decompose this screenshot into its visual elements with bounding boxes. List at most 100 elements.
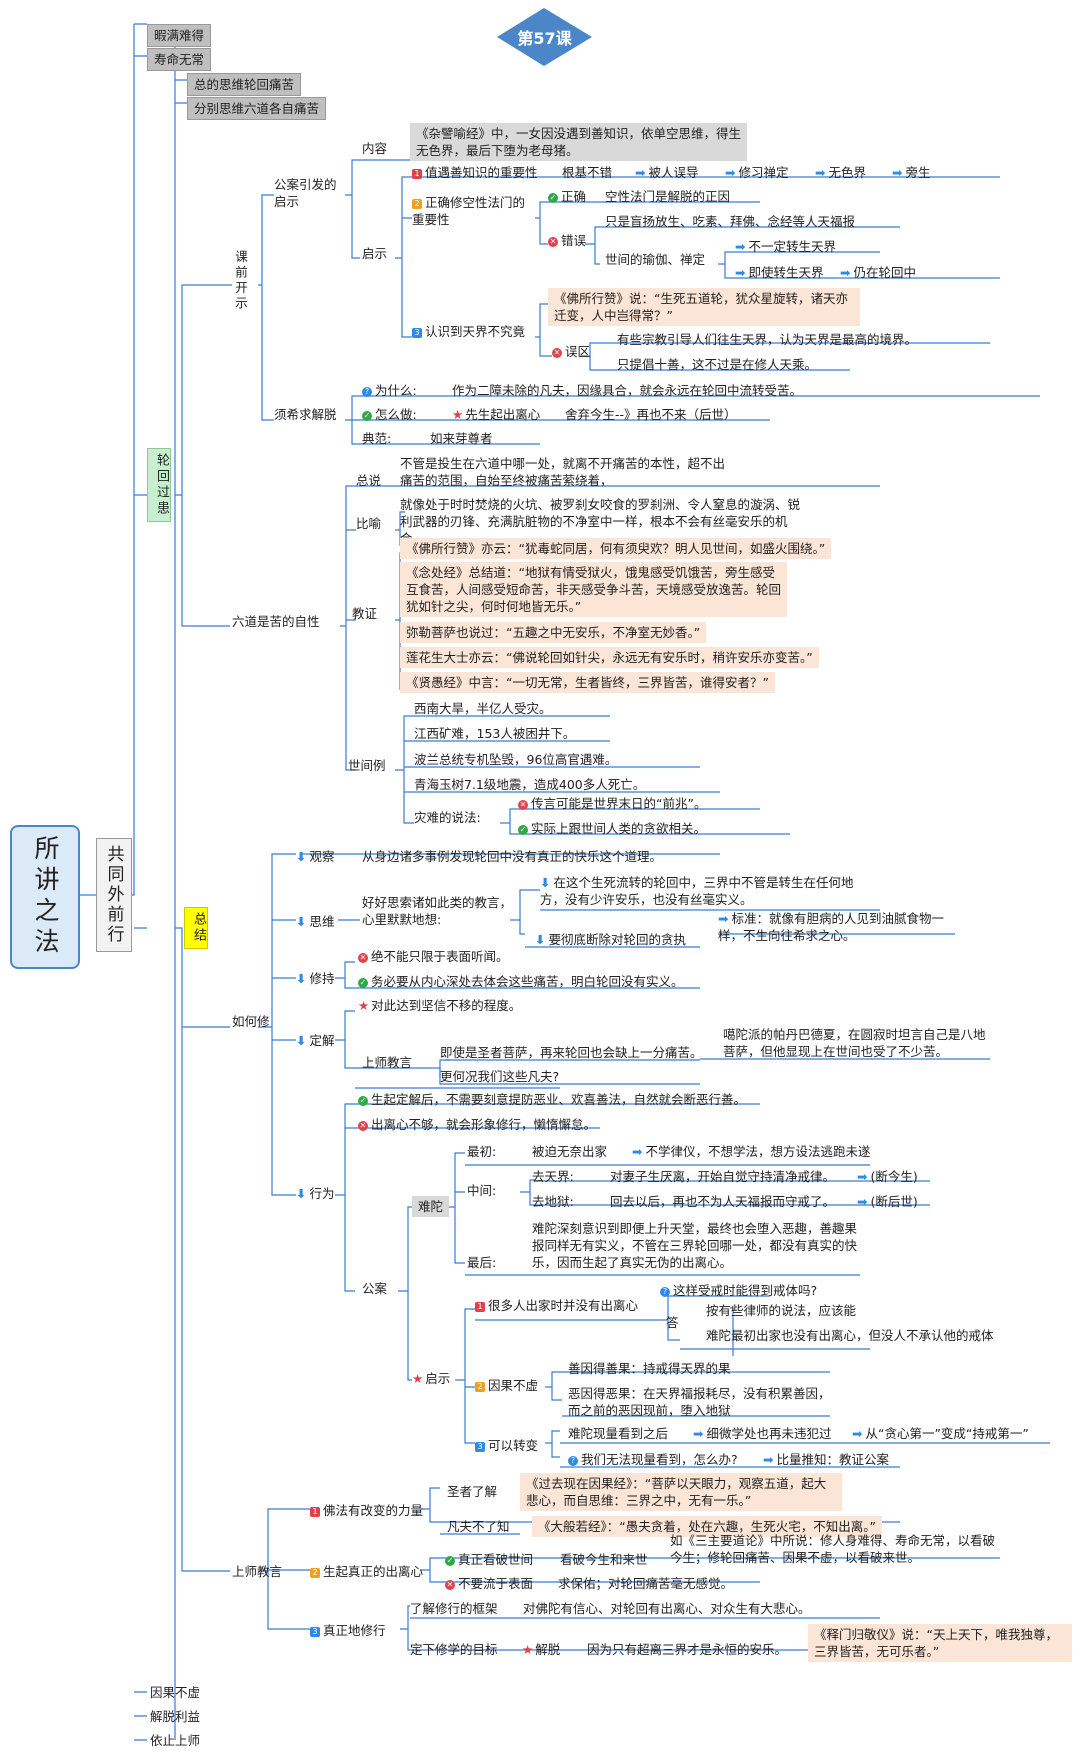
nt-zuichu-2: ➡不学律仪，不想学法，想方设法逃跑未遂: [632, 1144, 871, 1159]
cross-icon: ✕: [358, 1121, 368, 1131]
f1b-quote: 《大般若经》：“愚夫贪着，处在六趣，生死火宅，不知出离。”: [532, 1516, 882, 1537]
node-liudao[interactable]: 六道是苦的自性: [232, 614, 320, 629]
node-yinguo[interactable]: 因果不虚: [150, 1685, 201, 1700]
node-neirong[interactable]: 内容: [362, 141, 388, 156]
node-shangshi-jiaoyan-1[interactable]: 上师教言: [362, 1055, 413, 1070]
qs-3e: ➡比量推知：教证公案: [763, 1452, 889, 1467]
cross-icon: ✕: [548, 237, 558, 247]
xuxi-how1: ★先生起出离心: [452, 407, 541, 422]
sj-5a: ✕传言可能是世界末日的“前兆”。: [518, 796, 707, 811]
node-guancha[interactable]: ⬇观察: [296, 849, 335, 864]
node-lunhui[interactable]: 轮回过患: [147, 448, 171, 522]
down-arrow-icon: ⬇: [535, 932, 546, 947]
node-fenbie[interactable]: 分别思维六道各自痛苦: [187, 97, 327, 120]
xuxi-why: ?为什么:: [362, 382, 417, 399]
nt-diyu-1: 回去以后，再也不为人天福报而守戒了。: [610, 1194, 836, 1209]
jz-quote-3: 弥勒菩萨也说过：“五趣之中无安乐，不净室无妙香。”: [400, 622, 707, 643]
node-siwei[interactable]: ⬇思维: [296, 914, 335, 929]
node-qishi-2[interactable]: ★启示: [412, 1371, 451, 1386]
r1-wuse: ➡无色界: [815, 165, 866, 180]
node-shangshi-jiaoyan-2[interactable]: 上师教言: [232, 1564, 283, 1579]
node-shouming[interactable]: 寿命无常: [147, 48, 212, 71]
node-yizhi[interactable]: 依止上师: [150, 1733, 201, 1748]
node-xingwei[interactable]: ⬇行为: [296, 1186, 335, 1201]
nt-zuichu: 最初:: [467, 1144, 497, 1159]
biyu-text: 就像处于时时焚烧的火坑、被罗刹女咬食的罗刹洲、令人窒息的漩涡、锐利武器的刃锋、充…: [400, 497, 801, 546]
node-gongan-2[interactable]: 公案: [362, 1281, 388, 1296]
node-jietuo[interactable]: 解脱利益: [150, 1709, 201, 1724]
xuxi-how2: 舍弃今生--》再也不来（后世）: [565, 407, 737, 422]
arrow-icon: ➡: [632, 1144, 643, 1159]
f2b-1: 求保佑；对轮回痛苦毫无感觉。: [558, 1576, 734, 1591]
r3-w2: 只提倡十善，这不过是在修人天乘。: [617, 357, 818, 372]
sj-4: 青海玉树7.1级地震，造成400多人死亡。: [414, 777, 646, 792]
f1b: 凡夫不了知: [447, 1519, 510, 1534]
cross-icon: ✕: [518, 800, 528, 810]
r3-quote: 《佛所行赞》说：“生死五道轮，犹众星旋转，诸天亦迁变，人中岂得常？”: [548, 288, 860, 326]
f3b: 定下修学的目标: [410, 1642, 498, 1657]
number-3-icon: 3: [310, 1627, 320, 1637]
node-jiaozheng[interactable]: 教证: [352, 606, 378, 621]
f2b: ✕不要流于表面: [445, 1576, 534, 1591]
node-zongshuo[interactable]: 总说: [356, 473, 382, 488]
qs-1q: ?这样受戒时能得到戒体吗?: [660, 1282, 817, 1299]
nt-zuihou-1: 难陀深刻意识到即便上升天堂，最终也会堕入恶趣，善趣果报同样无有实义，不管在三界轮…: [532, 1221, 858, 1270]
check-icon: ✓: [518, 825, 528, 835]
down-arrow-icon: ⬇: [296, 1033, 307, 1048]
node-nantuo[interactable]: 难陀: [412, 1196, 450, 1217]
check-icon: ✓: [445, 1556, 455, 1566]
node-zongjie[interactable]: 总结: [184, 907, 208, 949]
f3b-2: 因为只有超离三界才是永恒的安乐。: [587, 1642, 788, 1657]
qs-3b: ➡细微学处也再未违犯过: [693, 1426, 832, 1441]
node-xiuchi[interactable]: ⬇修持: [296, 971, 335, 986]
cross-icon: ✕: [552, 348, 562, 358]
gongtong-node[interactable]: 共同外前行: [96, 838, 132, 952]
number-1-icon: 1: [412, 169, 422, 179]
r3-w1: 有些宗教引导人们往生天界，认为天界是最高的境界。: [617, 332, 918, 347]
xuxi-dian-text: 如来芽尊者: [430, 431, 493, 446]
node-ruhexiu[interactable]: 如何修: [232, 1014, 270, 1029]
star-icon: ★: [358, 998, 370, 1013]
sj-text-3: 更何况我们这些凡夫?: [440, 1069, 560, 1084]
xiuchi-2: ✓务必要从内心深处去体会这些痛苦，明白轮回没有实义。: [358, 974, 684, 989]
cross-icon: ✕: [358, 953, 368, 963]
arrow-icon: ➡: [815, 165, 826, 180]
qs-3d: ?我们无法现量看到，怎么办?: [568, 1451, 738, 1468]
nt-zhongjian: 中间:: [467, 1183, 497, 1198]
xuxi-dian: 典范:: [362, 431, 392, 446]
node-zongde[interactable]: 总的思维轮回痛苦: [187, 73, 302, 96]
arrow-icon: ➡: [635, 165, 646, 180]
arrow-icon: ➡: [693, 1426, 704, 1441]
arrow-icon: ➡: [718, 911, 729, 926]
r2-no-text: 只是盲扬放生、吃素、拜佛、念经等人天福报: [605, 214, 856, 229]
jz-quote-4: 莲花生大士亦云：“佛说轮回如针尖，永远无有安乐时，稍许安乐亦变苦。”: [400, 647, 819, 668]
question-icon: ?: [568, 1456, 578, 1466]
node-xiaman[interactable]: 暇满难得: [147, 24, 212, 47]
qs-2b: 恶因得恶果：在天界福报耗尽，没有积累善因，而之前的恶因现前，堕入地狱: [568, 1386, 831, 1418]
node-shijianli[interactable]: 世间例: [348, 758, 386, 773]
node-gongan[interactable]: 公案引发的启示: [274, 177, 337, 209]
jz-quote-1: 《佛所行赞》亦云：“犹毒蛇同居，何有须臾欢？明人见世间，如盛火围绕。”: [400, 538, 832, 559]
f2a-2: 如《三主要道论》中所说：修人身难得、寿命无常，以看破今生；修轮回痛苦、因果不虚，…: [670, 1533, 996, 1565]
jz-quote-5: 《贤愚经》中言：“一切无常，生者皆终，三界皆苦，谁得安者？”: [400, 672, 775, 693]
sj-3: 波兰总统专机坠毁，96位高官遇难。: [414, 752, 618, 767]
node-kqks[interactable]: 课前开示: [233, 250, 248, 312]
root-node[interactable]: 所讲之法: [10, 825, 80, 969]
nt-tianjie: 去天界:: [532, 1169, 574, 1184]
node-biyu[interactable]: 比喻: [356, 516, 382, 531]
node-dingjie[interactable]: ⬇定解: [296, 1033, 335, 1048]
r2-a2: ➡即使转生天界: [735, 265, 824, 280]
node-xuxi[interactable]: 须希求解脱: [274, 407, 337, 422]
check-icon: ✓: [548, 193, 558, 203]
lesson-badge: 第57课: [497, 8, 592, 66]
node-qishi[interactable]: 启示: [362, 246, 388, 261]
nt-tianjie-1: 对妻子生厌离，开始自觉守持清净戒律。: [610, 1169, 836, 1184]
